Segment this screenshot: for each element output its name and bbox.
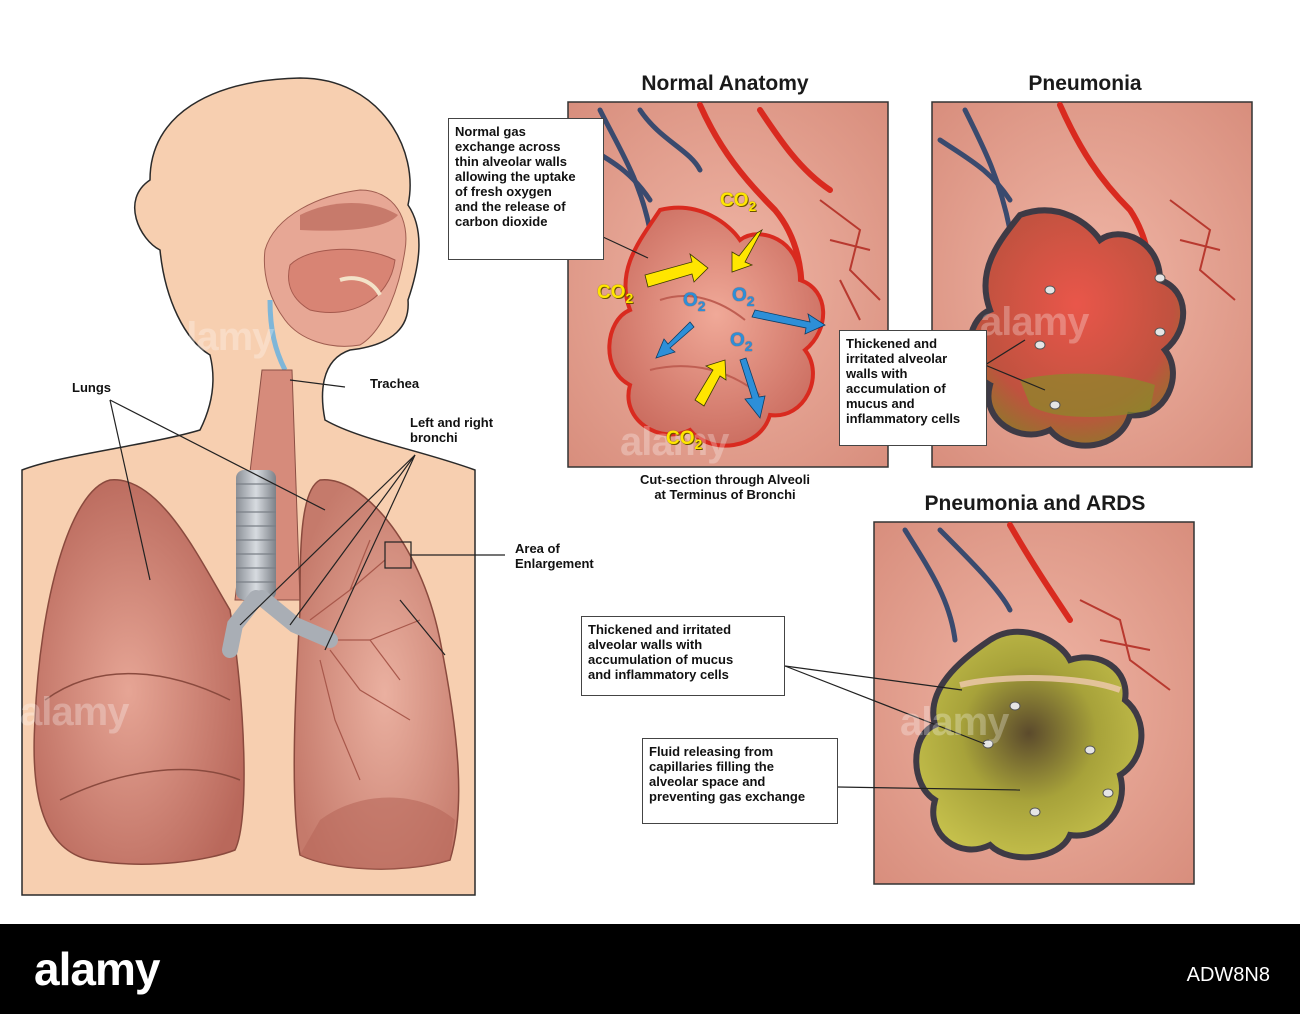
panel-normal: [567, 101, 889, 468]
label-cut-section: Cut-section through Alveoli at Terminus …: [640, 472, 810, 502]
watermark-text: alamy: [980, 300, 1089, 344]
watermark-text: alamy: [165, 315, 274, 359]
watermark-logo: alamy: [34, 943, 160, 995]
watermark-text: alamy: [620, 420, 729, 464]
co2-label: CO2: [720, 190, 757, 214]
gas-arrows: [644, 228, 826, 419]
callout-normal-gas-exchange: Normal gas exchange across thin alveolar…: [448, 118, 604, 260]
title-pneumonia: Pneumonia: [1028, 72, 1142, 95]
callout-ards-fluid: Fluid releasing from capillaries filling…: [642, 738, 838, 824]
o2-label: O2: [683, 290, 706, 314]
title-pneumonia-ards: Pneumonia and ARDS: [924, 492, 1146, 515]
trachea: [234, 369, 301, 601]
co2-label: CO2: [597, 282, 634, 306]
panel-ards: [784, 521, 1195, 885]
label-area-of-enlargement: Area of Enlargement: [515, 541, 594, 571]
title-normal-anatomy: Normal Anatomy: [641, 72, 809, 95]
label-trachea: Trachea: [370, 376, 420, 391]
co2-label: CO2: [666, 428, 703, 452]
watermarks: a: [165, 315, 188, 359]
label-bronchi: Left and right bronchi: [410, 415, 494, 445]
svg-text:a: a: [165, 315, 188, 359]
illustration-canvas: a: [21, 77, 1253, 896]
callout-ards-walls: Thickened and irritated alveolar walls w…: [581, 616, 785, 696]
o2-label: O2: [732, 285, 755, 309]
head-anatomy: [263, 189, 407, 372]
o2-label: O2: [730, 330, 753, 354]
watermark-text: alamy: [900, 700, 1009, 744]
watermark-text: alamy: [20, 690, 129, 734]
image-id: ADW8N8: [1186, 964, 1270, 986]
watermark-banner: [0, 924, 1300, 1014]
label-lungs: Lungs: [72, 380, 111, 395]
panel-pneumonia: [931, 101, 1253, 468]
leader-lines-panels: [602, 236, 649, 259]
right-lung: [293, 479, 460, 870]
leader-lines-body: [109, 379, 446, 656]
bronchi: [222, 590, 338, 658]
callout-pneumonia-walls: Thickened and irritated alveolar walls w…: [839, 330, 987, 446]
